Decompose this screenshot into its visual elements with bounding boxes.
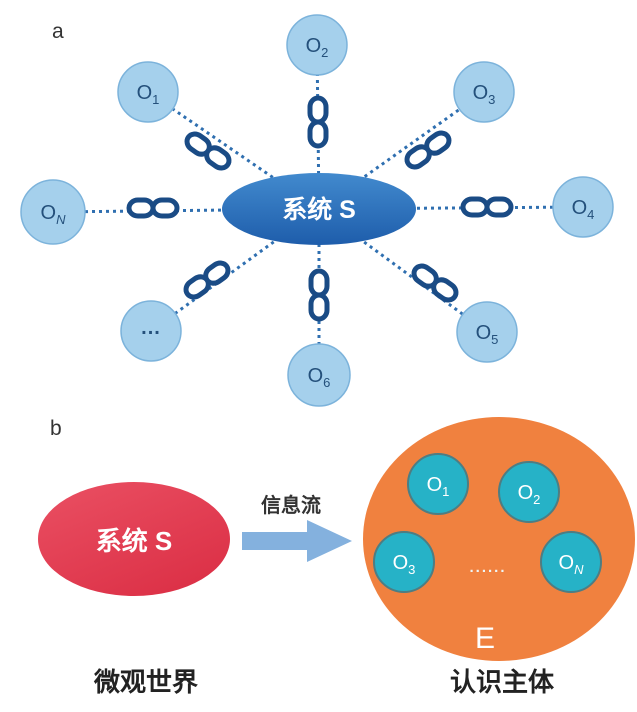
chain-link-icon	[311, 271, 327, 319]
environment-label: E	[475, 622, 495, 655]
env-node-on: ON	[540, 531, 602, 593]
node-o4-circle	[552, 176, 614, 238]
node-o5-label: O5	[476, 322, 499, 347]
node-o6: O6	[287, 343, 351, 407]
system-ellipse-a-label: 系统 S	[282, 195, 356, 224]
node-o3-circle	[453, 61, 515, 123]
node-o3: O3	[453, 61, 515, 123]
node-o5: O5	[456, 301, 518, 363]
panel-b-diagram: b 系统 S 信息流 O1 O2 O3	[38, 417, 635, 697]
node-o1: O1	[117, 61, 179, 123]
env-ellipsis: ......	[469, 559, 506, 576]
system-ellipse-b: 系统 S	[38, 482, 230, 596]
chain-link-icon	[184, 131, 232, 172]
chain-link-icon	[183, 260, 231, 301]
env-node-o1-circle	[407, 453, 469, 515]
system-ellipse-b-shape	[38, 482, 230, 596]
env-node-on-label: ON	[559, 552, 585, 577]
env-node-o1: O1	[407, 453, 469, 515]
node-o4: O4	[552, 176, 614, 238]
env-node-o2-label: O2	[518, 482, 541, 507]
node-o5-circle	[456, 301, 518, 363]
env-node-on-circle	[540, 531, 602, 593]
environment-circle: O1 O2 O3 ON ...... E	[363, 417, 635, 661]
env-node-o1-label: O1	[427, 474, 450, 499]
panel-a-label: a	[52, 20, 64, 43]
caption-cognitive-subject: 认识主体	[450, 667, 555, 697]
system-ellipse-b-label: 系统 S	[96, 526, 173, 556]
chain-link-icon	[463, 199, 511, 215]
node-o2-label: O2	[306, 35, 329, 60]
node-o6-circle	[287, 343, 351, 407]
node-ellipsis-label: ...	[141, 317, 161, 339]
panel-a-diagram: a O1 O2	[20, 14, 614, 407]
node-on: ON	[20, 179, 86, 245]
information-flow-label: 信息流	[261, 493, 321, 517]
node-o2: O2	[286, 14, 348, 76]
node-o2-circle	[286, 14, 348, 76]
node-o3-label: O3	[473, 82, 496, 107]
node-ellipsis: ...	[120, 300, 182, 362]
node-o1-label: O1	[137, 82, 160, 107]
system-ellipse-a: 系统 S	[222, 173, 416, 245]
connector-o3	[318, 90, 485, 211]
caption-micro-world: 微观世界	[93, 667, 198, 697]
node-o6-label: O6	[308, 365, 331, 390]
chain-link-icon	[310, 98, 326, 146]
env-node-o3: O3	[373, 531, 435, 593]
env-node-o2-circle	[498, 461, 560, 523]
env-node-o2: O2	[498, 461, 560, 523]
chain-link-icon	[129, 200, 177, 216]
node-on-label: ON	[41, 202, 67, 227]
panel-b-label: b	[50, 417, 62, 440]
information-flow: 信息流	[242, 493, 352, 562]
node-on-circle	[20, 179, 86, 245]
env-node-o3-circle	[373, 531, 435, 593]
arrow-right-icon	[242, 520, 352, 562]
env-node-o3-label: O3	[393, 552, 416, 577]
system-ellipse-a-shape	[222, 173, 416, 245]
chain-link-icon	[411, 263, 459, 304]
node-o4-label: O4	[572, 197, 595, 222]
node-ellipsis-circle	[120, 300, 182, 362]
chain-link-icon	[404, 130, 452, 171]
node-o1-circle	[117, 61, 179, 123]
